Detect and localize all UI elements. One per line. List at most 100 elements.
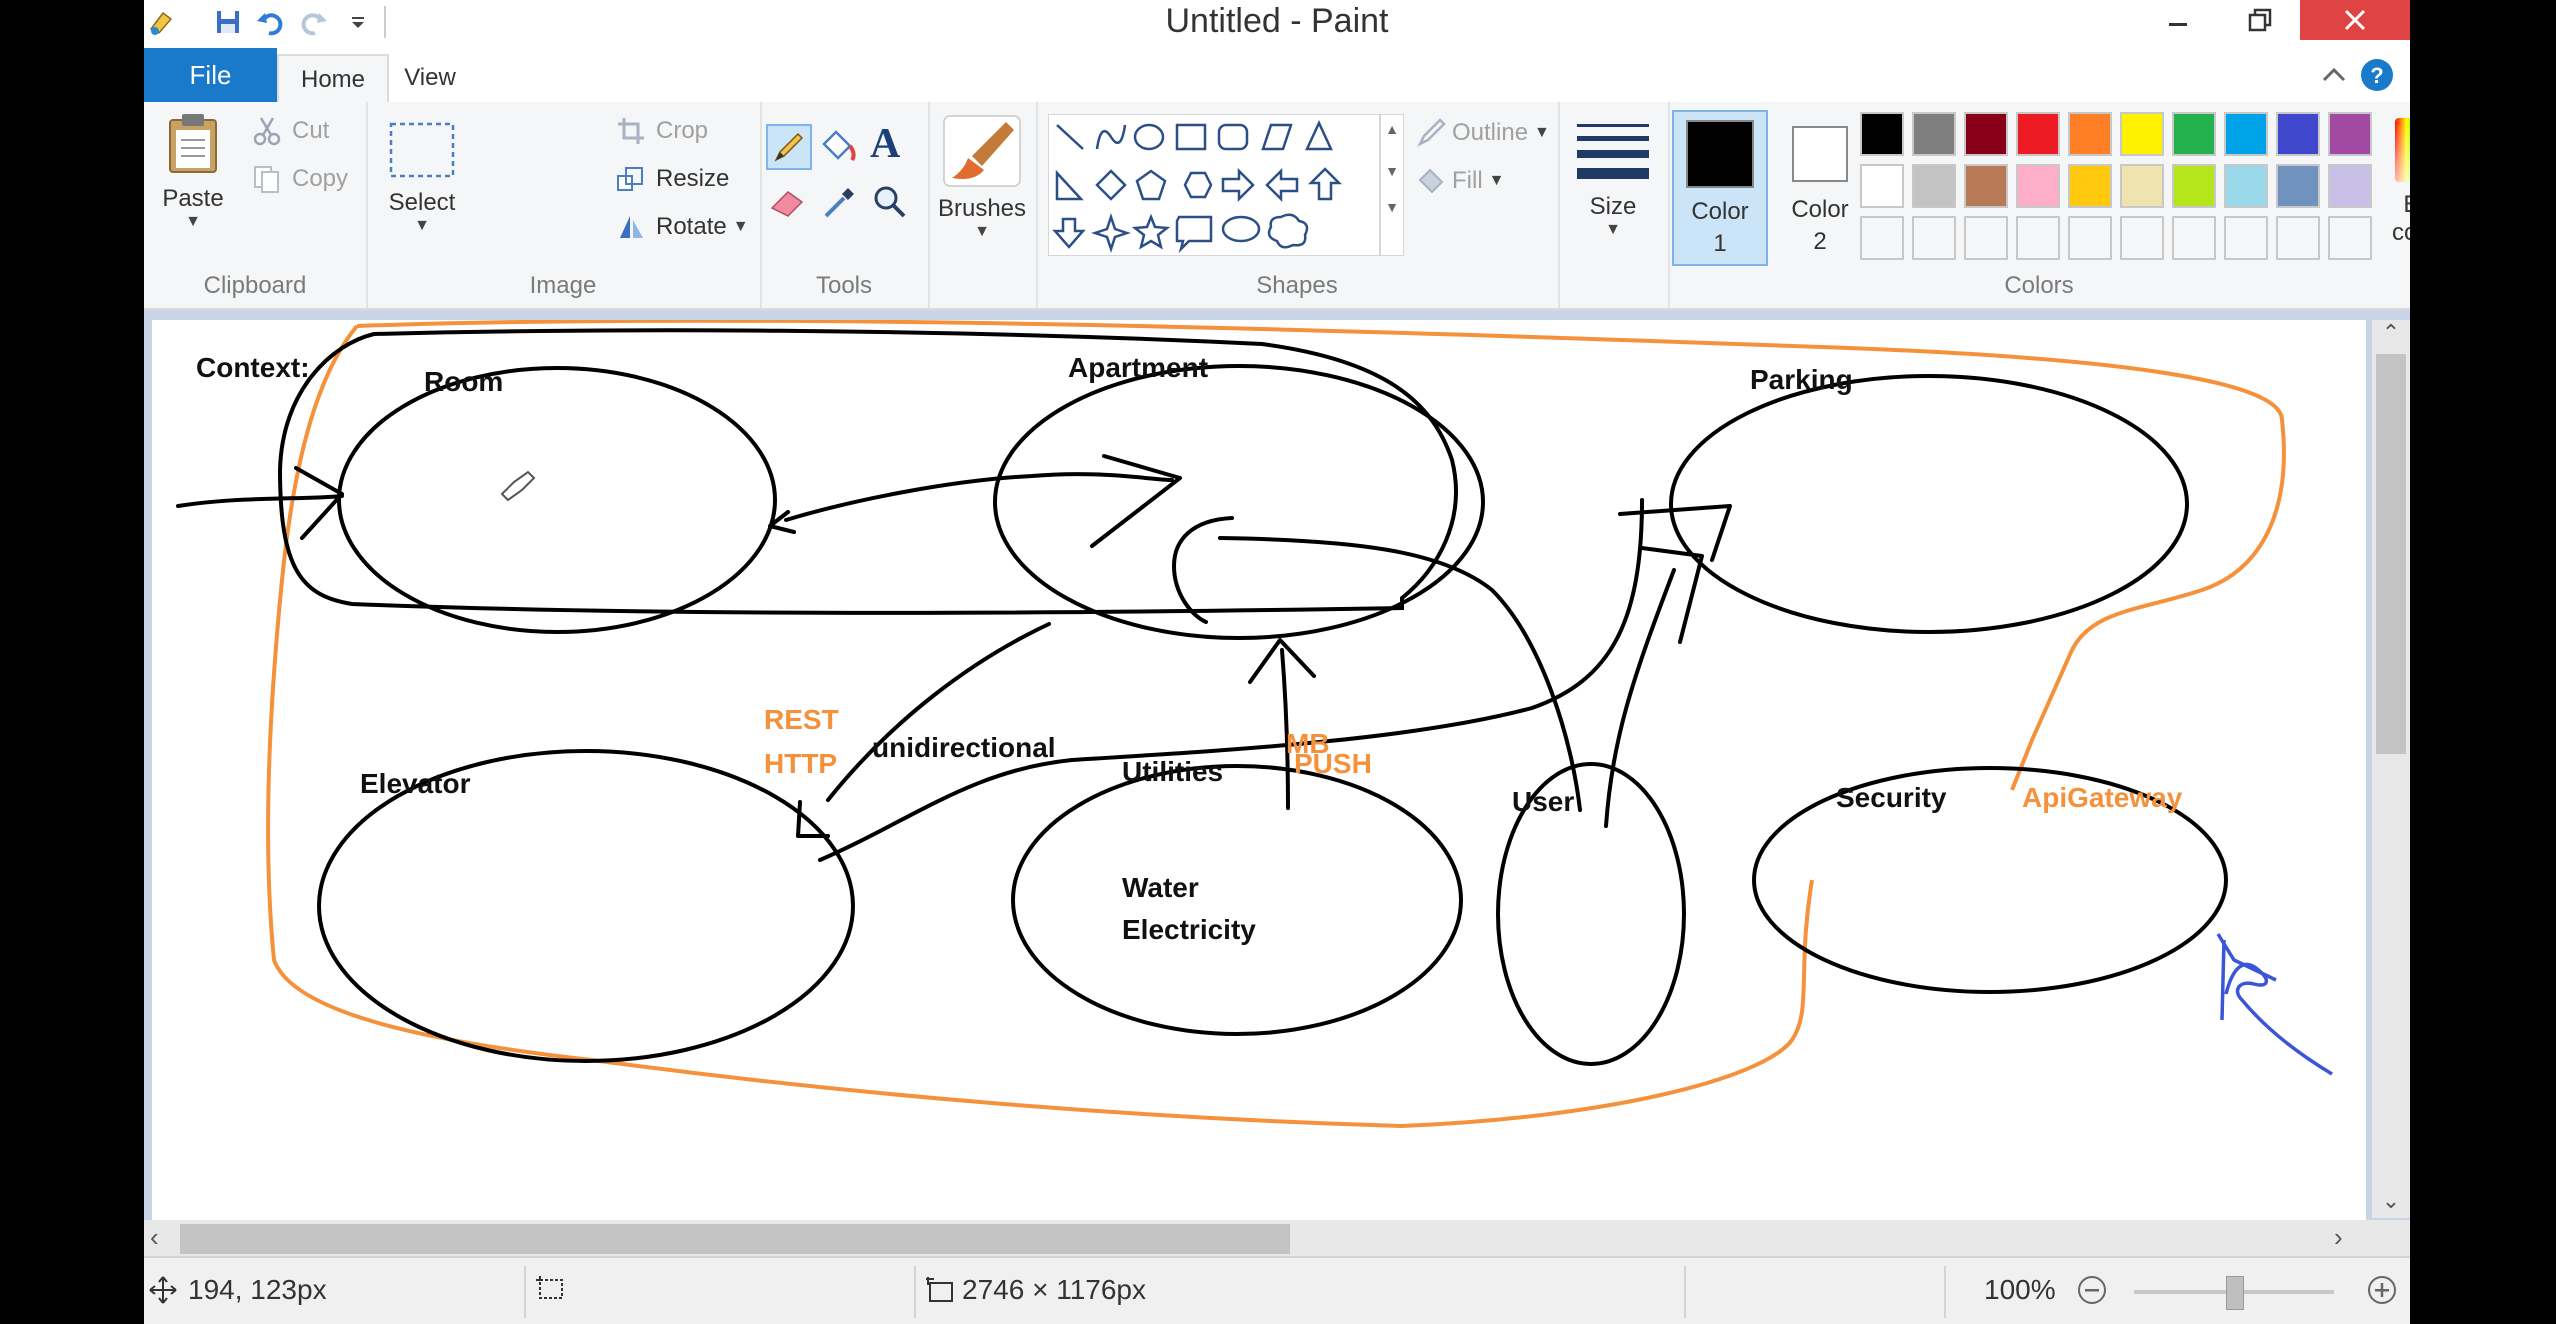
palette-swatch[interactable] — [2120, 112, 2164, 156]
palette-swatch[interactable] — [1860, 164, 1904, 208]
palette-swatch[interactable] — [1912, 164, 1956, 208]
redo-icon[interactable] — [296, 4, 332, 40]
paste-button[interactable]: Paste ▼ — [152, 112, 234, 231]
scroll-left-icon[interactable]: ‹ — [150, 1222, 159, 1252]
palette-swatch[interactable] — [1964, 112, 2008, 156]
elevator-ellipse — [317, 749, 855, 1063]
rotate-dropdown-caret[interactable]: ▼ — [732, 218, 749, 235]
paste-dropdown-caret[interactable]: ▼ — [185, 213, 201, 230]
zoom-out-button[interactable] — [2076, 1274, 2108, 1306]
crop-button[interactable]: Crop — [616, 116, 708, 146]
palette-swatch[interactable] — [2068, 216, 2112, 260]
pencil-tool-button[interactable] — [766, 124, 812, 170]
palette-swatch[interactable] — [2016, 164, 2060, 208]
shapes-gallery[interactable] — [1048, 114, 1380, 256]
horizontal-scroll-thumb[interactable] — [180, 1224, 1290, 1254]
palette-swatch[interactable] — [1912, 216, 1956, 260]
help-icon[interactable]: ? — [2360, 58, 2394, 97]
size-dropdown-caret[interactable]: ▼ — [1605, 221, 1621, 238]
eraser-tool-button[interactable] — [768, 182, 808, 227]
palette-swatch[interactable] — [2172, 164, 2216, 208]
minimize-button[interactable] — [2138, 0, 2218, 40]
copy-button[interactable]: Copy — [252, 164, 348, 194]
palette-swatch[interactable] — [2276, 216, 2320, 260]
text-tool-icon[interactable]: A — [870, 121, 901, 167]
user-to-parking-arrow — [1604, 546, 1704, 828]
tab-home[interactable]: Home — [277, 54, 389, 104]
palette-swatch[interactable] — [2120, 216, 2164, 260]
close-button[interactable] — [2300, 0, 2410, 40]
save-icon[interactable] — [210, 4, 246, 40]
zoom-in-icon — [2368, 1276, 2396, 1304]
select-dropdown-caret[interactable]: ▼ — [414, 217, 430, 234]
zoom-in-button[interactable] — [2366, 1274, 2398, 1306]
image-size-text: 2746 × 1176px — [962, 1274, 1146, 1305]
palette-swatch[interactable] — [1964, 216, 2008, 260]
restore-button[interactable] — [2220, 0, 2300, 40]
select-button[interactable]: Select ▼ — [374, 120, 470, 235]
zoom-slider-thumb[interactable] — [2226, 1276, 2244, 1310]
shapes-gallery-scroll[interactable]: ▲▼▼ — [1380, 114, 1404, 256]
undo-icon[interactable] — [252, 4, 288, 40]
palette-swatch[interactable] — [1860, 216, 1904, 260]
color1-button[interactable]: Color 1 — [1672, 110, 1768, 266]
brushes-button[interactable]: Brushes ▼ — [936, 114, 1028, 241]
palette-swatch[interactable] — [2328, 112, 2372, 156]
size-button[interactable]: Size ▼ — [1568, 116, 1658, 239]
rotate-button[interactable]: Rotate ▼ — [616, 212, 749, 242]
tab-file[interactable]: File — [144, 48, 277, 102]
paint-app-icon[interactable] — [144, 4, 180, 40]
scroll-up-icon[interactable]: ⌃ — [2381, 320, 2401, 345]
canvas-workspace: Context: Room Apartment Parking Elevator… — [144, 310, 2410, 1258]
tab-view[interactable]: View — [404, 64, 456, 91]
palette-swatch[interactable] — [1912, 112, 1956, 156]
fill-button[interactable]: Fill ▼ — [1416, 166, 1505, 196]
edit-colors-button[interactable]: Edit colors — [2384, 116, 2410, 247]
size-label: Size — [1589, 193, 1637, 220]
outline-button[interactable]: Outline ▼ — [1416, 118, 1550, 148]
color-picker-tool-button[interactable] — [820, 182, 860, 227]
color2-button[interactable]: Color 2 — [1774, 110, 1866, 266]
palette-swatch[interactable] — [2016, 216, 2060, 260]
palette-swatch[interactable] — [2328, 164, 2372, 208]
resize-label: Resize — [656, 165, 730, 192]
cut-button[interactable]: Cut — [252, 116, 329, 146]
palette-swatch[interactable] — [2068, 164, 2112, 208]
orange-boundary-stroke-top — [356, 320, 2286, 791]
room-label: Room — [424, 366, 504, 397]
palette-swatch[interactable] — [2172, 112, 2216, 156]
scroll-right-icon[interactable]: › — [2334, 1222, 2343, 1252]
edit-colors-spectrum-icon — [2395, 118, 2410, 182]
unidirectional-label: unidirectional — [872, 732, 1056, 763]
palette-swatch[interactable] — [2068, 112, 2112, 156]
outline-label: Outline — [1452, 119, 1529, 146]
palette-swatch[interactable] — [2120, 164, 2164, 208]
resize-button[interactable]: Resize — [616, 164, 729, 194]
image-group-label: Image — [529, 272, 597, 299]
fill-tool-button[interactable] — [818, 126, 858, 171]
palette-swatch[interactable] — [2328, 216, 2372, 260]
cursor-position: 194, 123px — [148, 1274, 327, 1306]
brushes-dropdown-caret[interactable]: ▼ — [974, 223, 990, 240]
blue-scribble — [2216, 933, 2333, 1076]
palette-swatch[interactable] — [2172, 216, 2216, 260]
brush-icon — [943, 115, 1021, 187]
palette-swatch[interactable] — [2224, 112, 2268, 156]
scroll-down-icon[interactable]: ⌄ — [2381, 1188, 2401, 1213]
palette-swatch[interactable] — [2276, 164, 2320, 208]
palette-swatch[interactable] — [2276, 112, 2320, 156]
palette-swatch[interactable] — [2224, 164, 2268, 208]
vertical-scroll-thumb[interactable] — [2376, 354, 2406, 754]
customize-quick-access-icon[interactable] — [340, 4, 376, 40]
palette-swatch[interactable] — [1964, 164, 2008, 208]
magnifier-tool-button[interactable] — [870, 182, 910, 227]
canvas-drawing — [176, 320, 2333, 1129]
drawing-canvas[interactable]: Context: Room Apartment Parking Elevator… — [152, 320, 2366, 1220]
palette-swatch[interactable] — [2224, 216, 2268, 260]
minimize-ribbon-icon[interactable] — [2320, 62, 2348, 91]
vertical-scrollbar[interactable]: ⌃ ⌄ — [2372, 320, 2410, 1218]
palette-swatch[interactable] — [1860, 112, 1904, 156]
security-label: Security — [1836, 782, 1947, 813]
horizontal-scrollbar[interactable]: ‹ › — [144, 1220, 2410, 1258]
palette-swatch[interactable] — [2016, 112, 2060, 156]
